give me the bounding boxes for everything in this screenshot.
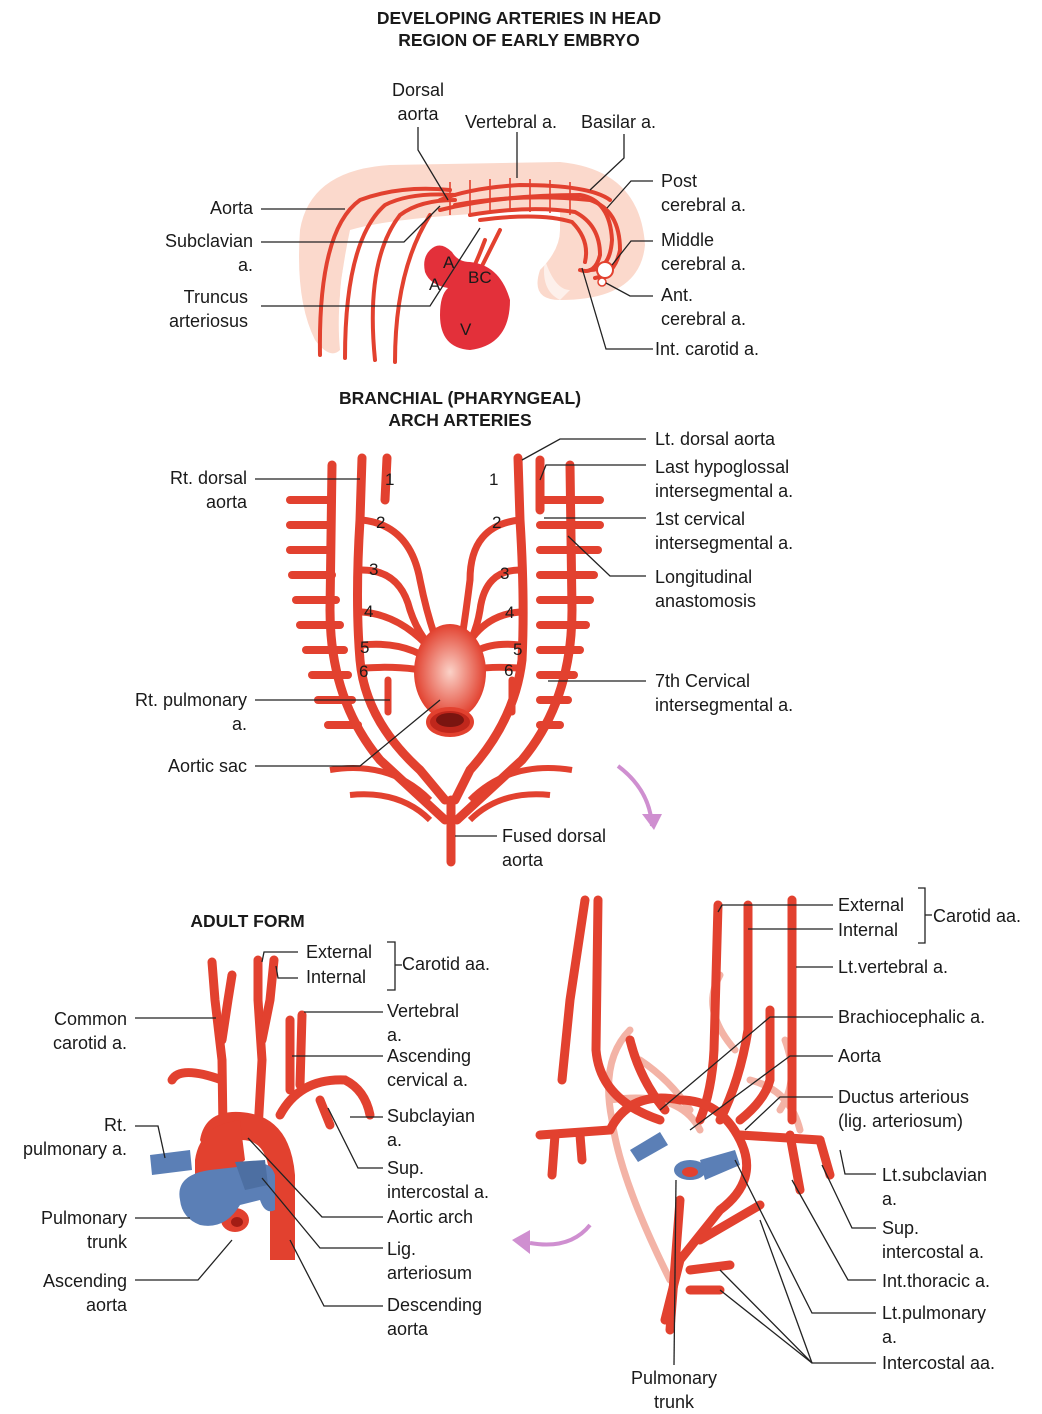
label-int-thoracic: Int.thoracic a.	[882, 1270, 990, 1294]
transition-arrow-2	[530, 1225, 590, 1245]
arch-number-5-rt: 5	[360, 638, 369, 658]
label-adult-carotid-aa: Carotid aa.	[402, 953, 490, 977]
adult-panel	[150, 960, 370, 1260]
label-ant-cerebral-a: Ant. cerebral a.	[661, 284, 746, 331]
label-fused-dorsal-aorta: Fused dorsal aorta	[502, 825, 606, 872]
label-ductus-arterious: Ductus arterious (lig. arteriosum)	[838, 1086, 969, 1133]
lt-int-carotid	[720, 905, 748, 1120]
title-branchial-arch: BRANCHIAL (PHARYNGEAL) ARCH ARTERIES	[200, 387, 720, 431]
rt-common-carotid	[212, 962, 223, 1130]
arch-number-3-rt: 3	[369, 560, 378, 580]
arch-number-4-lt: 4	[505, 603, 514, 623]
label-rt-dorsal-aorta: Rt. dorsal aorta	[120, 467, 247, 514]
label-7th-cervical: 7th Cervical intersegmental a.	[655, 670, 793, 717]
label-1st-cervical: 1st cervical intersegmental a.	[655, 508, 793, 555]
label-lig-arteriosum: Lig. arteriosum	[387, 1238, 472, 1285]
label-ascending-aorta: Ascending aorta	[10, 1270, 127, 1317]
adult-rt-pulmonary	[150, 1150, 192, 1175]
arch-number-2-rt: 2	[376, 513, 385, 533]
label-intercostal-aa: Intercostal aa.	[882, 1352, 995, 1376]
label-aorta-embryo: Aorta	[150, 197, 253, 221]
label-rt-pulmonary-a: Rt. pulmonary a.	[100, 689, 247, 736]
arch-number-5-lt: 5	[513, 640, 522, 660]
lt-ext-carotid	[700, 905, 718, 1120]
label-trans-pulmonary-trunk: Pulmonary trunk	[614, 1367, 734, 1414]
label-lt-pulmonary: Lt.pulmonary a.	[882, 1302, 986, 1349]
label-descending-aorta: Descending aorta	[387, 1294, 482, 1341]
arch-number-1-lt: 1	[489, 470, 498, 490]
trans-pulmonary-rt	[630, 1132, 668, 1162]
label-middle-cerebral-a: Middle cerebral a.	[661, 229, 746, 276]
lt-common-carotid	[258, 960, 262, 1130]
label-subclavian-a: Subclavian a.	[130, 230, 253, 277]
aortic-sac	[414, 624, 486, 720]
arch-number-6-lt: 6	[504, 661, 513, 681]
label-trans-aorta: Aorta	[838, 1045, 881, 1069]
heart-letter-v: V	[460, 320, 471, 340]
title-developing-arteries: DEVELOPING ARTERIES IN HEAD REGION OF EA…	[259, 7, 779, 51]
label-ascending-cervical: Ascending cervical a.	[387, 1045, 471, 1092]
label-truncus-arteriosus: Truncus arteriosus	[130, 286, 248, 333]
label-adult-vertebral: Vertebral a.	[387, 1000, 459, 1047]
label-trans-external: External	[838, 894, 904, 918]
label-aortic-arch: Aortic arch	[387, 1206, 473, 1230]
embryo-panel	[299, 162, 645, 362]
label-adult-pulmonary-trunk: Pulmonary trunk	[10, 1207, 127, 1254]
label-post-cerebral-a: Post cerebral a.	[661, 170, 746, 217]
heart-letter-bc: BC	[468, 268, 492, 288]
label-longitudinal-anastomosis: Longitudinal anastomosis	[655, 566, 756, 613]
heart-letter-a-lower: A	[429, 275, 440, 295]
label-adult-external: External	[306, 941, 372, 965]
label-lt-subclavian: Lt.subclavian a.	[882, 1164, 987, 1211]
label-adult-subclavian: Subclayian a.	[387, 1105, 475, 1152]
arch-number-4-rt: 4	[364, 602, 373, 622]
label-brachiocephalic: Brachiocephalic a.	[838, 1006, 985, 1030]
label-adult-sup-intercostal: Sup. intercostal a.	[387, 1157, 489, 1204]
label-vertebral-a: Vertebral a.	[465, 111, 557, 135]
label-trans-carotid-aa: Carotid aa.	[933, 905, 1021, 929]
label-common-carotid: Common carotid a.	[20, 1008, 127, 1055]
label-adult-rt-pulmonary: Rt. pulmonary a.	[5, 1114, 127, 1161]
heart-letter-a-upper: A	[443, 253, 454, 273]
arch-number-2-lt: 2	[492, 513, 501, 533]
label-dorsal-aorta: Dorsal aorta	[378, 79, 458, 126]
label-lt-dorsal-aorta: Lt. dorsal aorta	[655, 428, 775, 452]
label-last-hypoglossal: Last hypoglossal intersegmental a.	[655, 456, 793, 503]
label-lt-vertebral: Lt.vertebral a.	[838, 956, 948, 980]
label-trans-internal: Internal	[838, 919, 898, 943]
transitional-panel	[540, 900, 830, 1330]
arch-number-1-rt: 1	[385, 470, 394, 490]
label-int-carotid-a: Int. carotid a.	[655, 338, 759, 362]
brachiocephalic-trunk	[172, 1073, 222, 1081]
label-basilar-a: Basilar a.	[581, 111, 656, 135]
trans-pulmonary-lt	[700, 1150, 740, 1180]
label-adult-internal: Internal	[306, 966, 366, 990]
arch-number-3-lt: 3	[500, 564, 509, 584]
label-trans-sup-intercostal: Sup. intercostal a.	[882, 1217, 984, 1264]
title-adult-form: ADULT FORM	[170, 910, 325, 932]
arch-number-6-rt: 6	[359, 662, 368, 682]
label-aortic-sac: Aortic sac	[120, 755, 247, 779]
